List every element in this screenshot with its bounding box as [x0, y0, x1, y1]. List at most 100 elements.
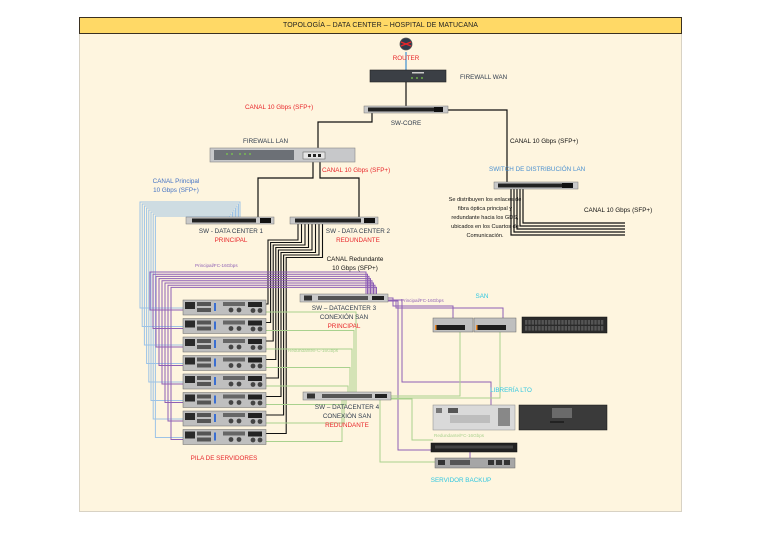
disk-bay: [525, 326, 528, 331]
note-line: Comunicación.: [467, 233, 504, 239]
disk-bay: [571, 320, 574, 325]
server[interactable]: [182, 318, 267, 334]
link-dc3-san1: [380, 297, 454, 318]
switch-distribucion-label: SWITCH DE DISTRIBUCIÓN LAN: [489, 164, 586, 173]
link-dc4-lto: [391, 398, 433, 441]
sw-dc2-label: SW - DATA CENTER 2: [326, 228, 391, 235]
lto-library-rear[interactable]: [432, 404, 516, 431]
disk-bay: [538, 326, 541, 331]
disk-bay: [558, 320, 561, 325]
link-core-fwlan: [317, 112, 373, 157]
link-dc4-san2: [391, 332, 501, 399]
link-dc2-server: [264, 224, 320, 416]
disk-bay: [591, 320, 594, 325]
pila-servidores-label: PILA DE SERVIDORES: [191, 455, 258, 462]
disk-bay: [554, 326, 558, 331]
server[interactable]: [182, 373, 267, 390]
link-dc2-server: [264, 224, 306, 342]
disk-bay: [594, 320, 597, 325]
note-line: redundante hacia los GDS,: [451, 215, 519, 221]
firewall-wan-label: FIREWALL WAN: [460, 74, 508, 81]
link-fc-redundante: [256, 330, 355, 392]
fc-redundante-lto-label: Redundante/FC-16Gbps: [434, 433, 485, 438]
server[interactable]: [182, 355, 267, 371]
link-dc4-backup: [379, 400, 435, 463]
server-stack: [182, 299, 267, 445]
sw-datacenter-4-device[interactable]: [302, 391, 392, 401]
disk-bay: [584, 320, 587, 325]
link-dc3-backup: [384, 300, 471, 458]
disk-bay: [531, 320, 534, 325]
link-dc4-san1: [391, 332, 461, 397]
disk-bay: [567, 326, 571, 331]
server[interactable]: [182, 410, 267, 427]
sw-datacenter-1-device[interactable]: [185, 216, 275, 225]
server[interactable]: [182, 392, 267, 408]
disk-bay: [541, 320, 544, 325]
disk-bay: [571, 326, 574, 331]
links-dc2-servers: [264, 224, 324, 435]
disk-bay: [551, 320, 554, 325]
san-disk-enclosure[interactable]: [521, 316, 608, 334]
disk-bay: [544, 320, 548, 325]
server[interactable]: [182, 336, 267, 353]
canal-principal-label-2: 10 Gbps (SFP+): [153, 187, 199, 194]
sw-core-device[interactable]: [363, 105, 449, 114]
sw-datacenter-2-device[interactable]: [289, 216, 379, 225]
sw-dc3-role: PRINCIPAL: [328, 323, 361, 330]
backup-server[interactable]: [434, 457, 516, 469]
link-dc1-server: [152, 213, 232, 420]
sw-datacenter-3-device[interactable]: [299, 293, 389, 303]
canal-principal-label-1: CANAL Principal: [153, 178, 200, 185]
disk-bay: [554, 320, 558, 325]
disk-bay: [534, 326, 538, 331]
san-storage-controller-2[interactable]: [473, 317, 517, 333]
sw-dc2-role: REDUNDANTE: [336, 237, 380, 244]
link-fc-redundante: [256, 392, 345, 424]
san-label: SAN: [476, 293, 489, 300]
link-fc-redundante: [256, 385, 349, 392]
disk-bay: [544, 326, 548, 331]
link-dc1-server: [148, 209, 235, 383]
servidor-backup-label: SERVIDOR BACKUP: [431, 477, 491, 484]
disk-bay: [561, 326, 564, 331]
lto-library-front[interactable]: [518, 404, 608, 431]
link-fc-redundante: [256, 367, 351, 392]
disk-bay: [581, 320, 584, 325]
firewall-lan-label: FIREWALL LAN: [243, 138, 288, 145]
server[interactable]: [182, 429, 267, 445]
disk-bay: [528, 320, 531, 325]
backup-server-switch[interactable]: [430, 442, 518, 453]
link-dc2-server: [264, 224, 310, 361]
canal-redundante-label-2: 10 Gbps (SFP+): [332, 265, 378, 272]
server[interactable]: [182, 299, 267, 316]
san-storage-controller-1[interactable]: [432, 317, 474, 333]
disk-bay: [564, 320, 567, 325]
link-dc2-server: [264, 224, 303, 324]
disk-bay: [538, 320, 541, 325]
canal-redundante-label-1: CANAL Redundante: [327, 256, 384, 263]
disk-bay: [584, 326, 587, 331]
firewall-wan-device[interactable]: [369, 69, 447, 83]
note-line: Se distribuyen los enlaces de: [449, 197, 522, 203]
sw-dc1-role: PRINCIPAL: [215, 237, 248, 244]
link-dc2-server: [264, 224, 299, 305]
disk-bay: [525, 320, 528, 325]
fc-principal-links: [149, 271, 504, 458]
router-icon[interactable]: [399, 37, 413, 51]
link-fc-principal: [164, 282, 374, 403]
fc-principal-san-label: Principal/FC-16Gbps: [401, 298, 444, 303]
link-dc2-server: [264, 224, 324, 435]
disk-bay: [531, 326, 534, 331]
fc-redundante-links: [256, 311, 501, 463]
sw-dc4-label-1: SW – DATACENTER 4: [315, 404, 380, 411]
link-fc-redundante: [256, 311, 357, 392]
disk-bay: [574, 320, 577, 325]
disk-bay: [591, 326, 594, 331]
disk-bay: [528, 326, 531, 331]
ethernet-links: [257, 52, 625, 236]
firewall-lan-device[interactable]: [209, 147, 356, 163]
switch-distribucion-device[interactable]: [493, 181, 579, 190]
disk-bay: [558, 326, 561, 331]
